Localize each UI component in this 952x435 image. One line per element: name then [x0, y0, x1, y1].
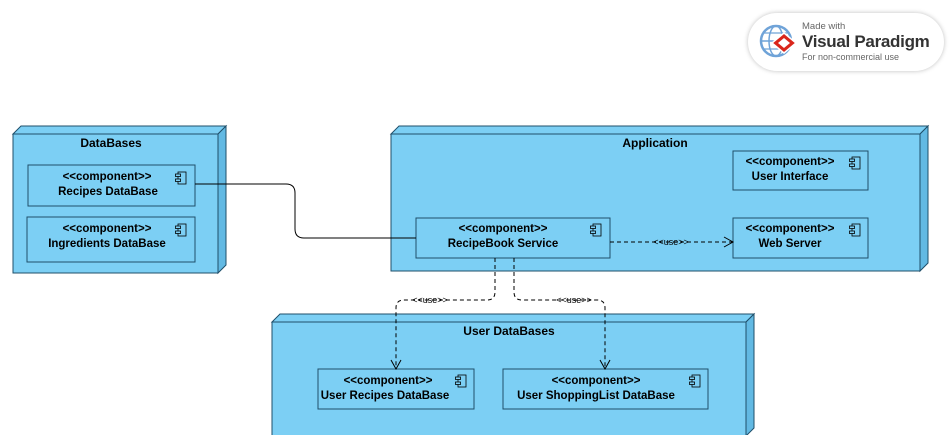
component-icon [849, 156, 861, 170]
component-stereotype: <<component>> [63, 223, 152, 235]
visual-paradigm-watermark: Made with Visual Paradigm For non-commer… [748, 13, 944, 71]
component-icon [849, 223, 861, 237]
component-recipebook-service[interactable]: <<component>> RecipeBook Service [415, 217, 611, 259]
component-icon [175, 171, 187, 185]
component-stereotype: <<component>> [746, 223, 835, 235]
component-name: User Recipes DataBase [321, 390, 450, 402]
dependency-service-to-user-recipes[interactable] [390, 258, 496, 371]
node-user-databases-title: User DataBases [463, 324, 555, 338]
component-name: Web Server [758, 238, 822, 250]
component-name: Recipes DataBase [58, 186, 158, 198]
edge-label-use: <<use>> [653, 237, 689, 247]
component-recipes-database[interactable]: <<component>> Recipes DataBase [27, 164, 196, 207]
edge-label-use: <<use>> [412, 295, 448, 305]
component-user-shoppinglist-database[interactable]: <<component>> User ShoppingList DataBase [502, 368, 709, 410]
node-databases-title: DataBases [80, 136, 142, 150]
watermark-subtitle: For non-commercial use [802, 52, 900, 62]
edge-label-use: <<use>> [556, 295, 592, 305]
component-name: Ingredients DataBase [48, 238, 166, 250]
component-web-server[interactable]: <<component>> Web Server [732, 217, 869, 259]
dependency-service-to-user-shoppinglist[interactable] [513, 258, 611, 371]
component-user-recipes-database[interactable]: <<component>> User Recipes DataBase [317, 368, 475, 410]
watermark-made-with: Made with [802, 21, 846, 32]
component-stereotype: <<component>> [459, 223, 548, 235]
component-icon [590, 223, 602, 237]
component-icon [689, 374, 701, 388]
component-name: User ShoppingList DataBase [517, 390, 675, 402]
watermark-brand: Visual Paradigm [802, 32, 930, 51]
component-user-interface[interactable]: <<component>> User Interface [732, 150, 869, 191]
component-stereotype: <<component>> [746, 156, 835, 168]
component-icon [455, 374, 467, 388]
component-name: RecipeBook Service [448, 238, 559, 250]
visual-paradigm-logo-icon [759, 24, 798, 58]
component-stereotype: <<component>> [344, 375, 433, 387]
node-application-title: Application [622, 136, 687, 150]
component-name: User Interface [752, 171, 829, 183]
component-stereotype: <<component>> [552, 375, 641, 387]
component-icon [175, 223, 187, 237]
component-stereotype: <<component>> [63, 171, 152, 183]
connector-recipes-db-to-service[interactable] [195, 183, 416, 239]
component-ingredients-database[interactable]: <<component>> Ingredients DataBase [26, 216, 196, 263]
